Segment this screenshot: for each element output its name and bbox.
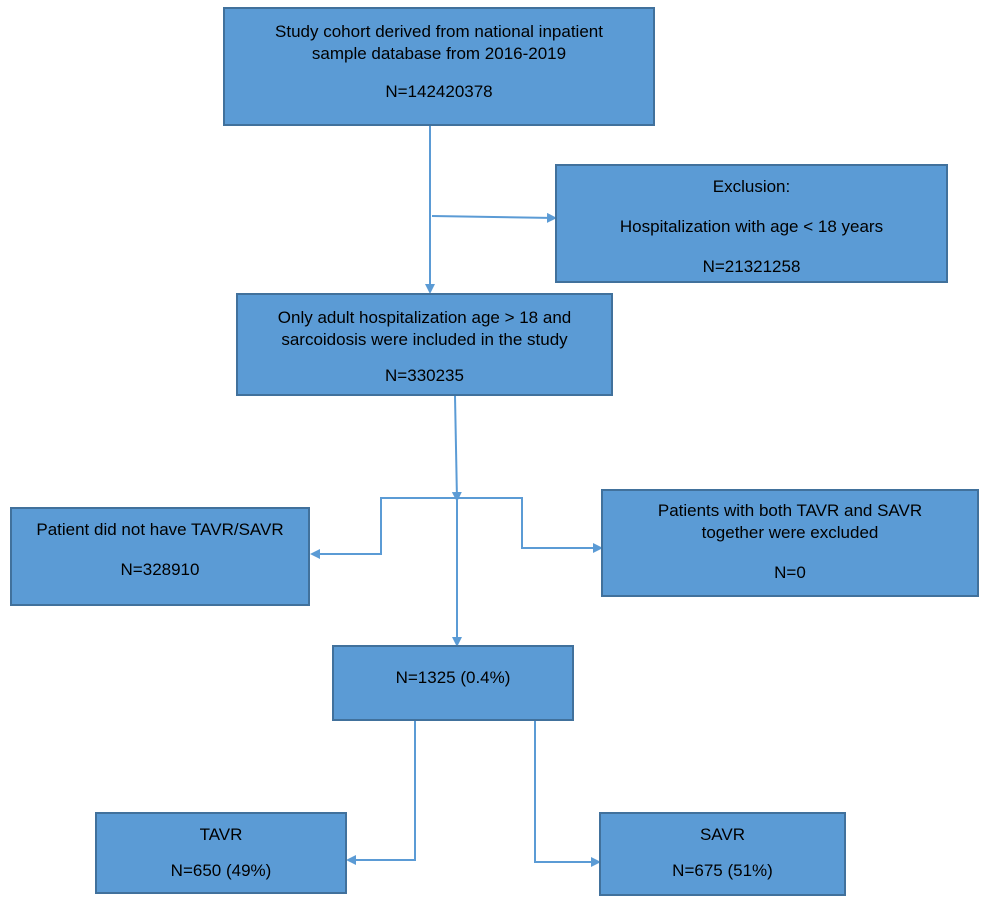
box-both-excluded: Patients with both TAVR and SAVR togethe… (601, 489, 979, 597)
cohort-line-2: sample database from 2016-2019 (311, 44, 567, 63)
arrow-to-no-tavr-savr (310, 497, 457, 559)
arrow-to-savr (534, 720, 601, 867)
cohort-count: N=142420378 (385, 82, 493, 101)
adult-count: N=330235 (385, 366, 464, 385)
box-no-tavr-savr: Patient did not have TAVR/SAVR N=328910 (10, 507, 310, 606)
exclusion-line-1: Hospitalization with age < 18 years (619, 217, 884, 236)
tavr-count: N=650 (49%) (170, 861, 272, 880)
box-exclusion-age: Exclusion: Hospitalization with age < 18… (555, 164, 948, 283)
box-savr: SAVR N=675 (51%) (599, 812, 846, 896)
both-excluded-line-1: Patients with both TAVR and SAVR (657, 501, 923, 520)
exclusion-title: Exclusion: (712, 177, 791, 196)
arrow-to-tavr (346, 720, 416, 865)
box-study-cohort: Study cohort derived from national inpat… (223, 7, 655, 126)
no-tavr-savr-line-1: Patient did not have TAVR/SAVR (36, 520, 284, 539)
arrow-adult-to-split (451, 395, 462, 502)
box-tavr: TAVR N=650 (49%) (95, 812, 347, 894)
adult-line-2: sarcoidosis were included in the study (281, 330, 568, 349)
savr-label: SAVR (699, 825, 746, 844)
both-excluded-line-2: together were excluded (701, 523, 879, 542)
box-adult-sarcoidosis: Only adult hospitalization age > 18 and … (236, 293, 613, 396)
tavr-label: TAVR (199, 825, 243, 844)
savr-count: N=675 (51%) (672, 861, 773, 880)
exclusion-count: N=21321258 (702, 257, 801, 276)
procedures-count: N=1325 (0.4%) (395, 668, 511, 687)
both-excluded-count: N=0 (774, 563, 806, 582)
arrow-to-exclusion (431, 212, 557, 223)
arrow-to-both-excluded (457, 497, 603, 553)
adult-line-1: Only adult hospitalization age > 18 and (277, 308, 572, 327)
cohort-line-1: Study cohort derived from national inpat… (275, 22, 603, 41)
no-tavr-savr-count: N=328910 (120, 560, 200, 579)
box-procedures: N=1325 (0.4%) (332, 645, 574, 721)
